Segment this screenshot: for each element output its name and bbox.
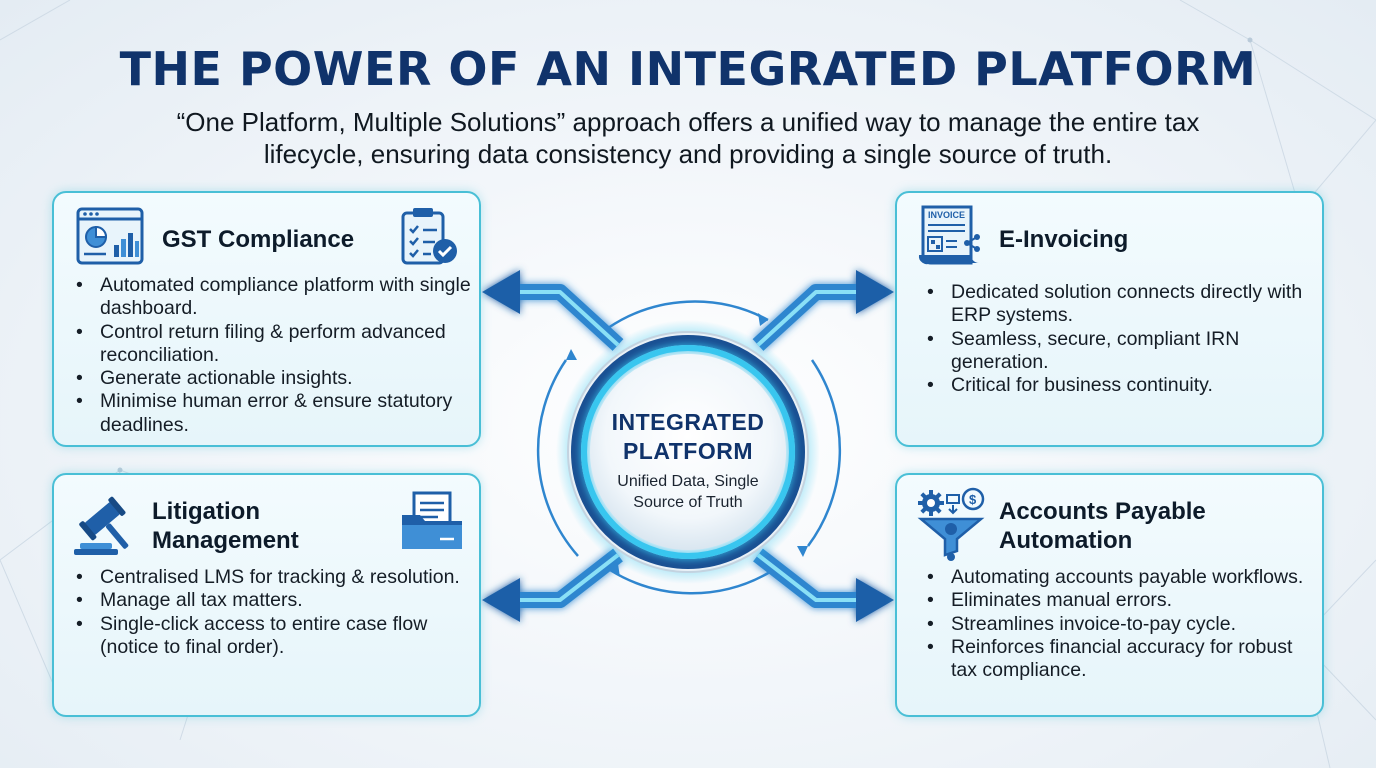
gear-funnel-dollar-icon: $ <box>917 487 985 561</box>
hub-title: INTEGRATED PLATFORM <box>588 408 788 466</box>
clipboard-check-icon <box>401 208 457 265</box>
subtitle-line-1: “One Platform, Multiple Solutions” appro… <box>176 107 1200 137</box>
dashboard-chart-icon <box>76 207 144 265</box>
page-subtitle: “One Platform, Multiple Solutions” appro… <box>110 106 1266 170</box>
list-item: Manage all tax matters. <box>76 589 471 613</box>
card-accounts-payable-automation: $ Accounts Payable Automation Automating… <box>895 473 1324 717</box>
connector-arrow-einvoicing <box>752 270 894 351</box>
card-title: GST Compliance <box>162 226 355 253</box>
hub-subtitle-line-2: Source of Truth <box>633 494 743 511</box>
svg-text:INVOICE: INVOICE <box>928 210 965 220</box>
card-litigation-management: Litigation Management Centralised LMS fo… <box>52 473 481 717</box>
card-title-line-1: Accounts Payable <box>999 498 1206 525</box>
page-title: THE POWER OF AN INTEGRATED PLATFORM <box>119 42 1257 96</box>
card-title-line-2: Automation <box>999 527 1133 554</box>
list-item: Single-click access to entire case flow … <box>76 613 471 660</box>
folder-document-icon <box>402 491 462 549</box>
subtitle-line-2: lifecycle, ensuring data consistency and… <box>263 139 1113 169</box>
invoice-qr-icon: INVOICE <box>918 205 980 265</box>
list-item: Control return filing & perform advanced… <box>76 321 471 368</box>
einvoicing-feature-list: Dedicated solution connects directly wit… <box>927 281 1307 398</box>
orbit-arcs <box>536 300 842 595</box>
hub-title-line-2: PLATFORM <box>622 438 754 464</box>
list-item: Critical for business continuity. <box>927 374 1307 398</box>
card-e-invoicing: INVOICE E-Invoicing Dedicated solution c… <box>895 191 1324 447</box>
card-title-line-1: Litigation <box>152 498 260 525</box>
gavel-icon <box>74 496 129 555</box>
hub-subtitle-line-1: Unified Data, Single <box>617 473 759 490</box>
hub-subtitle: Unified Data, Single Source of Truth <box>588 471 788 513</box>
ap-feature-list: Automating accounts payable workflows. E… <box>927 566 1312 682</box>
list-item: Centralised LMS for tracking & resolutio… <box>76 566 471 590</box>
card-title: Litigation Management <box>152 497 299 555</box>
card-title: E-Invoicing <box>999 226 1129 253</box>
card-gst-compliance: GST Compliance Automated compliance plat… <box>52 191 481 447</box>
card-title-line-2: Management <box>152 527 299 554</box>
gst-feature-list: Automated compliance platform with singl… <box>76 274 471 437</box>
connector-arrow-ap <box>753 548 894 622</box>
list-item: Seamless, secure, compliant IRN generati… <box>927 328 1307 375</box>
connector-arrow-litigation <box>482 548 623 622</box>
card-title: Accounts Payable Automation <box>999 497 1206 555</box>
list-item: Streamlines invoice-to-pay cycle. <box>927 613 1312 637</box>
svg-text:$: $ <box>969 492 977 507</box>
connector-arrow-gst <box>482 270 624 351</box>
integrated-platform-hub <box>556 320 820 584</box>
list-item: Minimise human error & ensure statutory … <box>76 390 471 437</box>
list-item: Generate actionable insights. <box>76 367 471 391</box>
hub-title-line-1: INTEGRATED <box>611 409 765 435</box>
list-item: Eliminates manual errors. <box>927 589 1312 613</box>
list-item: Dedicated solution connects directly wit… <box>927 281 1307 328</box>
list-item: Automating accounts payable workflows. <box>927 566 1312 590</box>
litigation-feature-list: Centralised LMS for tracking & resolutio… <box>76 566 471 659</box>
list-item: Automated compliance platform with singl… <box>76 274 471 321</box>
list-item: Reinforces financial accuracy for robust… <box>927 636 1312 683</box>
